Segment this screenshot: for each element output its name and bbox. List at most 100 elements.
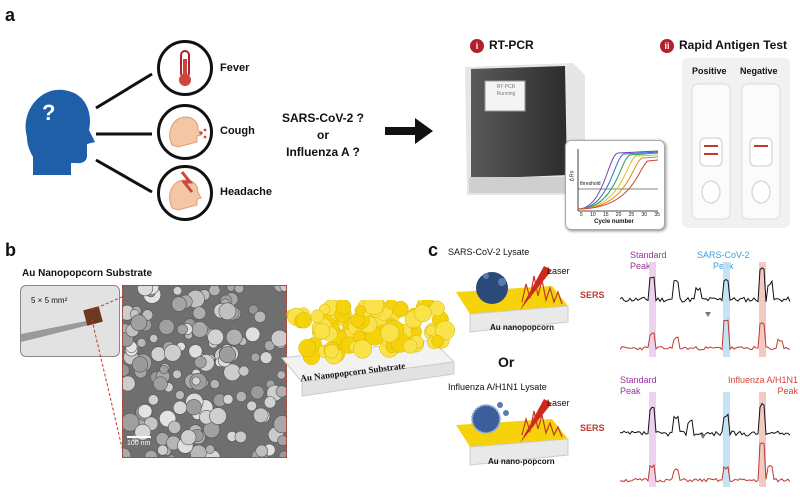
antigen-test-panel: Positive Negative — [682, 58, 790, 228]
sem-particle — [226, 286, 236, 292]
symptom-connectors — [95, 72, 153, 194]
sem-particle — [278, 450, 286, 457]
sem-particle — [234, 430, 247, 443]
test-cassettes — [691, 83, 781, 220]
gold-particle — [380, 323, 400, 343]
symptom-label-fever: Fever — [220, 62, 250, 74]
gold-particle — [335, 300, 352, 315]
zoom-lines — [91, 296, 125, 457]
pcr-screen-text: RT-PCR Running — [496, 84, 516, 97]
pcr-machine-icon — [465, 63, 585, 195]
sem-particle — [157, 444, 169, 456]
sem-particle — [253, 407, 269, 424]
flu-lysate-label: Influenza A/H1N1 Lysate — [448, 382, 547, 392]
sem-particle — [167, 420, 182, 434]
sem-particle — [176, 323, 188, 335]
flu-spectra — [620, 392, 791, 487]
sem-particle — [209, 379, 220, 389]
amplification-chart: threshold Δ Rn 5 10 15 20 25 30 35 Cycle… — [565, 140, 665, 230]
gold-particle — [324, 344, 339, 359]
sem-particle — [123, 447, 131, 457]
sem-particle — [248, 304, 259, 315]
sem-particle — [218, 302, 237, 321]
symptom-label-headache: Headache — [220, 186, 272, 198]
sem-particle — [194, 356, 207, 369]
scale-bar-label: 100 nm — [127, 440, 151, 447]
sem-particle — [175, 390, 185, 400]
sem-particle — [192, 306, 207, 320]
flu-peak-line1: Influenza A/H1N1 — [727, 375, 798, 385]
antigen-title: ii Rapid Antigen Test — [660, 38, 787, 53]
gold-particle — [421, 300, 434, 307]
thermometer-icon — [179, 50, 191, 86]
sem-particle — [250, 352, 261, 363]
sem-particle — [245, 326, 261, 342]
sem-particle — [275, 385, 286, 398]
sem-particle — [250, 385, 265, 400]
sem-particle — [123, 375, 136, 392]
sem-particle — [209, 407, 227, 425]
flu-sers-schematic — [456, 399, 569, 466]
standard-peak-line2: Peak — [620, 386, 641, 396]
substrate-photo-inset: 5 × 5 mm² — [20, 285, 120, 357]
gold-particle — [425, 324, 437, 336]
sem-particle — [136, 337, 147, 348]
sem-particle — [263, 396, 277, 409]
axis-y-label: Δ Rn — [569, 170, 576, 182]
gold-particle — [402, 339, 418, 354]
sem-particle — [191, 376, 201, 386]
sem-particle — [171, 296, 187, 312]
sem-particle — [235, 390, 247, 403]
sem-particle — [255, 444, 268, 457]
sem-particle — [273, 415, 286, 434]
badge-ii: ii — [660, 38, 674, 53]
flu-peak-line2: Peak — [777, 386, 798, 396]
size-label: 5 × 5 mm² — [31, 296, 68, 305]
sem-particle — [188, 344, 203, 359]
sem-particle — [172, 400, 188, 415]
sars-peak-line1: SARS-CoV-2 — [697, 250, 750, 260]
antigen-title-text: Rapid Antigen Test — [679, 38, 787, 52]
gold-particle — [363, 300, 384, 315]
laser-label-top: Laser — [547, 266, 570, 276]
head-silhouette-icon — [25, 89, 95, 175]
sem-particle — [153, 376, 168, 392]
axis-ticks: 5 10 15 20 25 30 35 — [580, 212, 660, 218]
sem-particle — [208, 286, 221, 297]
sem-particle — [277, 435, 286, 446]
tick: 15 — [602, 212, 609, 218]
gold-particle — [353, 339, 373, 359]
positive-label: Positive — [692, 66, 727, 76]
arrow-right-icon — [385, 118, 433, 144]
sers-label-top: SERS — [580, 290, 605, 300]
sem-image: 100 nm — [122, 285, 287, 458]
sem-particle — [276, 370, 286, 380]
sem-particle — [270, 329, 286, 348]
sem-particle — [149, 334, 159, 343]
sem-particle — [191, 321, 208, 338]
standard-peak-line1: Standard — [620, 375, 657, 385]
sem-particle — [172, 286, 183, 296]
gold-particle — [295, 312, 312, 329]
tick: 35 — [654, 212, 660, 218]
sars-lysate-label: SARS-CoV-2 Lysate — [448, 247, 530, 257]
sem-particle — [246, 400, 257, 412]
sem-particle — [222, 394, 234, 405]
question-line-2: or — [317, 128, 329, 142]
sem-particle — [159, 364, 169, 375]
sem-particle — [172, 369, 182, 380]
gold-particle — [310, 309, 325, 324]
sem-particle — [130, 314, 148, 332]
sem-particle — [205, 444, 215, 454]
sem-particle — [137, 403, 153, 419]
rtpcr-title-text: RT-PCR — [489, 38, 534, 52]
tick: 30 — [641, 212, 648, 218]
cough-symptom-circle — [157, 104, 213, 160]
headache-face-icon — [169, 171, 202, 211]
sem-particles — [123, 286, 286, 457]
sem-particle — [163, 344, 182, 362]
sem-particle — [123, 412, 140, 432]
standard-peak-label-bottom: Standard Peak — [620, 375, 657, 397]
panel-label-a: a — [5, 5, 16, 25]
gold-particle — [431, 335, 444, 348]
